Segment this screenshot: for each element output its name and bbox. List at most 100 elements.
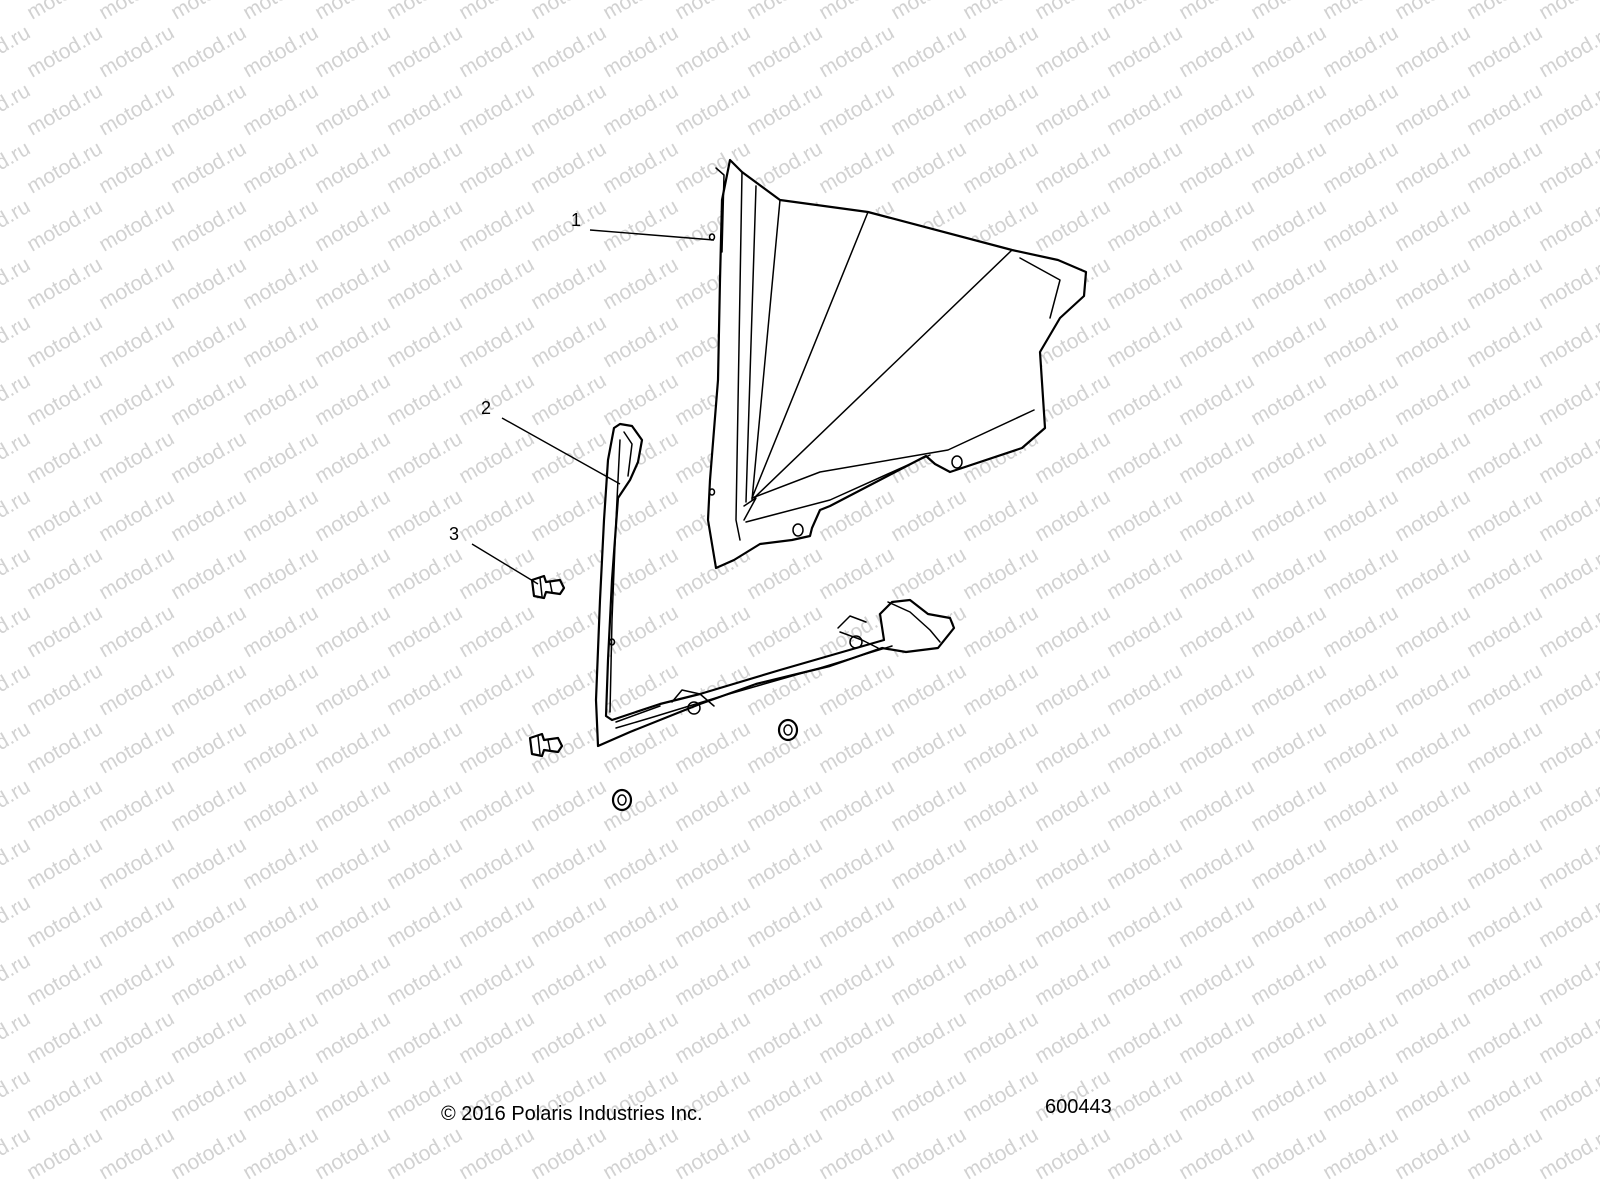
watermark-text: motod.ru [1103, 949, 1186, 1010]
watermark-text: motod.ru [1247, 311, 1330, 372]
watermark-text: motod.ru [1031, 1007, 1114, 1068]
watermark-text: motod.ru [23, 717, 106, 778]
watermark-text: motod.ru [311, 833, 394, 894]
watermark-text: motod.ru [959, 949, 1042, 1010]
watermark-text: motod.ru [1535, 949, 1600, 1010]
watermark-text: motod.ru [1463, 717, 1546, 778]
watermark-text: motod.ru [1535, 833, 1600, 894]
push-rivet-part-3 [530, 574, 566, 600]
watermark-text: motod.ru [95, 775, 178, 836]
watermark-text: motod.ru [167, 833, 250, 894]
push-rivet [528, 732, 564, 758]
watermark-text: motod.ru [1319, 717, 1402, 778]
watermark-text: motod.ru [1031, 833, 1114, 894]
watermark-text: motod.ru [1535, 369, 1600, 430]
grommet-nut [777, 718, 799, 742]
watermark-text: motod.ru [1319, 311, 1402, 372]
watermark-text: motod.ru [23, 833, 106, 894]
watermark-text: motod.ru [383, 369, 466, 430]
watermark-text: motod.ru [23, 659, 106, 720]
watermark-text: motod.ru [23, 253, 106, 314]
watermark-text: motod.ru [1175, 543, 1258, 604]
watermark-text: motod.ru [311, 21, 394, 82]
watermark-text: motod.ru [167, 775, 250, 836]
callout-leader-2 [501, 417, 621, 485]
watermark-text: motod.ru [1463, 195, 1546, 256]
watermark-text: motod.ru [815, 717, 898, 778]
watermark-text: motod.ru [1463, 369, 1546, 430]
watermark-text: motod.ru [671, 717, 754, 778]
watermark-text: motod.ru [1031, 137, 1114, 198]
watermark-text: motod.ru [1391, 833, 1474, 894]
watermark-text: motod.ru [1247, 659, 1330, 720]
watermark-text: motod.ru [1463, 833, 1546, 894]
watermark-text: motod.ru [1535, 659, 1600, 720]
watermark-text: motod.ru [23, 601, 106, 662]
watermark-text: motod.ru [959, 717, 1042, 778]
watermark-text: motod.ru [383, 1007, 466, 1068]
watermark-text: motod.ru [1247, 79, 1330, 140]
watermark-text: motod.ru [23, 369, 106, 430]
watermark-text: motod.ru [1031, 427, 1114, 488]
watermark-text: motod.ru [887, 775, 970, 836]
watermark-text: motod.ru [1535, 891, 1600, 952]
watermark-text: motod.ru [383, 137, 466, 198]
watermark-text: motod.ru [1247, 891, 1330, 952]
watermark-text: motod.ru [1103, 601, 1186, 662]
watermark-text: motod.ru [239, 543, 322, 604]
watermark-text: motod.ru [239, 79, 322, 140]
watermark-text: motod.ru [1535, 0, 1600, 24]
watermark-text: motod.ru [455, 137, 538, 198]
watermark-text: motod.ru [1103, 833, 1186, 894]
watermark-text: motod.ru [95, 1065, 178, 1126]
watermark-text: motod.ru [239, 949, 322, 1010]
watermark-text: motod.ru [311, 659, 394, 720]
watermark-text: motod.ru [671, 1007, 754, 1068]
watermark-text: motod.ru [167, 1123, 250, 1184]
watermark-text: motod.ru [455, 891, 538, 952]
watermark-text: motod.ru [95, 79, 178, 140]
watermark-text: motod.ru [95, 717, 178, 778]
watermark-text: motod.ru [1103, 195, 1186, 256]
watermark-text: motod.ru [599, 79, 682, 140]
watermark-text: motod.ru [239, 1007, 322, 1068]
watermark-text: motod.ru [239, 601, 322, 662]
watermark-text: motod.ru [1175, 1065, 1258, 1126]
watermark-text: motod.ru [455, 717, 538, 778]
watermark-text: motod.ru [887, 891, 970, 952]
watermark-text: motod.ru [311, 311, 394, 372]
watermark-text: motod.ru [527, 311, 610, 372]
watermark-text: motod.ru [95, 891, 178, 952]
watermark-text: motod.ru [1319, 833, 1402, 894]
watermark-text: motod.ru [815, 949, 898, 1010]
watermark-text: motod.ru [23, 949, 106, 1010]
watermark-text: motod.ru [311, 195, 394, 256]
watermark-text: motod.ru [959, 543, 1042, 604]
watermark-text: motod.ru [167, 195, 250, 256]
watermark-text: motod.ru [959, 79, 1042, 140]
watermark-text: motod.ru [95, 659, 178, 720]
watermark-text: motod.ru [1103, 311, 1186, 372]
watermark-text: motod.ru [455, 659, 538, 720]
watermark-text: motod.ru [95, 543, 178, 604]
watermark-text: motod.ru [1319, 775, 1402, 836]
watermark-text: motod.ru [1535, 21, 1600, 82]
watermark-text: motod.ru [383, 775, 466, 836]
watermark-text: motod.ru [1391, 1007, 1474, 1068]
watermark-text: motod.ru [1247, 427, 1330, 488]
watermark-text: motod.ru [1319, 1123, 1402, 1184]
watermark-text: motod.ru [23, 137, 106, 198]
watermark-text: motod.ru [311, 79, 394, 140]
watermark-text: motod.ru [887, 717, 970, 778]
watermark-text: motod.ru [1391, 253, 1474, 314]
watermark-text: motod.ru [383, 79, 466, 140]
watermark-text: motod.ru [311, 949, 394, 1010]
watermark-text: motod.ru [1103, 1123, 1186, 1184]
watermark-text: motod.ru [959, 891, 1042, 952]
watermark-text: motod.ru [239, 659, 322, 720]
watermark-text: motod.ru [599, 1007, 682, 1068]
watermark-text: motod.ru [311, 1123, 394, 1184]
watermark-text: motod.ru [887, 1123, 970, 1184]
watermark-text: motod.ru [887, 485, 970, 546]
watermark-text: motod.ru [1463, 1065, 1546, 1126]
